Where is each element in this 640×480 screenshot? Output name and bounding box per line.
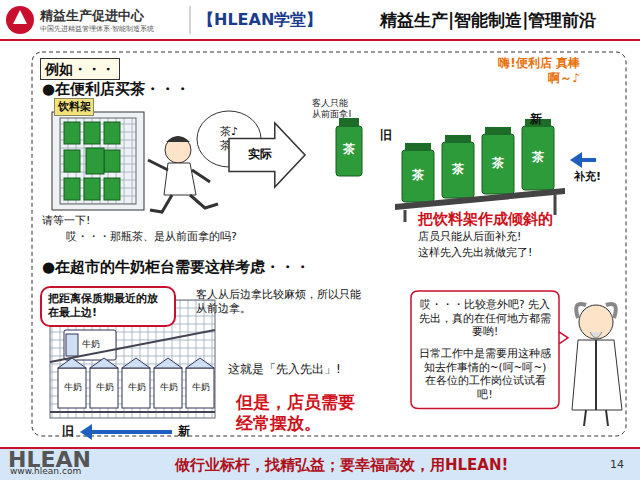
section-heading: ●在便利店买茶・・・	[42, 80, 190, 99]
note-text: 店员只能从后面补充!	[418, 230, 521, 244]
shelf-sign: 饮料架	[54, 98, 94, 116]
refill-text: 补充!	[574, 170, 601, 184]
callout-box: 把距离保质期最近的放在最上边!	[40, 286, 176, 327]
header-slogan: 精益生产|智能制造|管理前沿	[380, 10, 596, 31]
speech-bubble: 哎・・・比较意外吧? 先入先出，真的在任何地方都需要哟! 日常工作中是需要用这种感…	[410, 290, 560, 409]
section-heading: ●在超市的牛奶柜台需要这样考虑・・・	[42, 258, 310, 277]
bottle-label: 茶	[451, 162, 465, 177]
old-mark: 旧	[380, 128, 392, 143]
bottle-label: 茶	[491, 156, 505, 171]
note-text: 这样先入先出就做完了!	[418, 246, 532, 260]
note-text: 这就是「先入先出」!	[228, 362, 341, 377]
node-text: 把距离保质期最近的放在最上边!	[48, 292, 168, 321]
footer-url: www.hlean.com	[10, 466, 81, 477]
carton-label: 牛奶	[82, 339, 100, 350]
speech-text: 请等一下!	[42, 214, 90, 228]
arrow-shape: 实际	[228, 122, 306, 188]
speech-text: 哎・・・那瓶茶、是从前面拿的吗?	[66, 230, 237, 244]
node-text: 饮料架	[57, 100, 91, 114]
bottle-label: 茶	[531, 150, 545, 165]
page-number: 14	[610, 458, 624, 472]
logo-title: 精益生产促进中心	[40, 8, 144, 24]
carton-label: 牛奶	[188, 382, 214, 393]
note-text: 客人从后边拿比较麻烦，所以只能从前边拿。	[196, 288, 361, 316]
new-mark: 新	[178, 424, 190, 439]
example-tab: 例如・・・	[40, 58, 120, 80]
carton-label: 牛奶	[156, 382, 182, 393]
node-text: 哎・・・比较意外吧? 先入先出，真的在任何地方都需要哟!	[418, 298, 552, 339]
bottle-label: 茶	[411, 168, 425, 183]
node-text: 茶♪	[196, 125, 262, 139]
note-text: 客人只能从前面拿	[312, 98, 356, 121]
key-text: 但是，店员需要 经常摆放。	[236, 392, 376, 435]
node-text: 例如・・・	[45, 60, 115, 78]
logo-subtitle: 中国先进精益管理体系·智能制造系统	[40, 25, 154, 34]
carton-label: 牛奶	[124, 382, 150, 393]
key-text: 把饮料架作成倾斜的	[418, 210, 553, 229]
old-mark: 旧	[62, 424, 74, 439]
bottle-label: 茶	[342, 142, 356, 157]
carton-label: 牛奶	[60, 382, 86, 393]
carton-label: 牛奶	[92, 382, 118, 393]
node-text: 日常工作中是需要用这种感知去作事情的~(呵~呵~) 在各位的工作岗位试试看吧!	[418, 347, 552, 402]
exclaim-text: 嗨!便利店 真棒啊～♪	[490, 56, 580, 86]
node-text: 实际	[228, 147, 292, 163]
footer-slogan: 做行业标杆，找精弘益；要幸福高效，用HLEAN!	[175, 456, 508, 475]
new-mark: 新	[530, 112, 542, 127]
header-tag: 【HLEAN学堂】	[198, 10, 322, 30]
